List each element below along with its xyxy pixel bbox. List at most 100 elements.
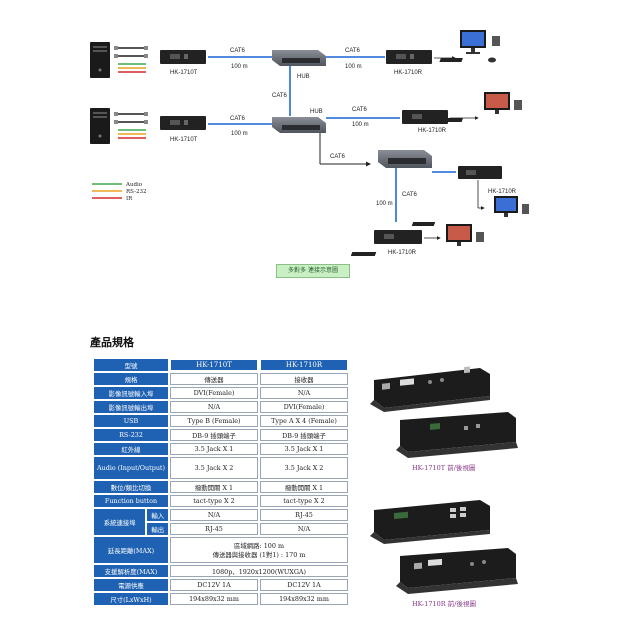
distance-label: 100 m	[352, 122, 369, 128]
resolution-key: 支援解析度(MAX)	[94, 565, 168, 577]
row-rx: DVI(Female)	[260, 401, 348, 413]
legend-rs232: RS-232	[126, 189, 146, 195]
row-tx: 撥動開關 X 1	[170, 481, 258, 493]
transmitter-box-2	[160, 116, 206, 130]
rx-front-image	[370, 500, 490, 544]
receiver-box-3	[458, 166, 502, 179]
hub-switch-2	[272, 117, 326, 133]
row-tx: N/A	[170, 401, 258, 413]
receiver-box-4	[374, 230, 422, 244]
hub-switch-1	[272, 50, 326, 66]
tx-label-1: HK-1710T	[170, 70, 198, 76]
diagram-caption: 多對多 連接示意圖	[276, 264, 350, 278]
table-row: RS-232 DB-9 插頭端子 DB-9 插頭端子	[94, 429, 348, 441]
table-header-row: 型號 HK-1710T HK-1710R	[94, 359, 348, 371]
row-key: Audio (Input/Output)	[94, 457, 168, 479]
power-tx: DC12V 1A	[170, 579, 258, 591]
network-in-label: 輸入	[147, 509, 168, 521]
connection-diagram: HK-1710T CAT6 100 m CAT6 100 m HK-1710R …	[90, 30, 529, 256]
network-key: 系統連接埠	[94, 509, 146, 535]
monitor-2	[439, 92, 522, 122]
distance-value: 區域網路: 100 m 傳送器與接收器 (1對1) : 170 m	[170, 537, 348, 563]
distance-label: 100 m	[345, 64, 362, 70]
table-row: USB Type B (Female) Type A X 4 (Female)	[94, 415, 348, 427]
table-row: 電源供應 DC12V 1A DC12V 1A	[94, 579, 348, 591]
network-in-tx: N/A	[170, 509, 258, 521]
hub-label: HUB	[297, 74, 310, 80]
row-tx: 3.5 Jack X 2	[170, 457, 258, 479]
distance-label: 100 m	[231, 64, 248, 70]
legend: Audio RS-232 IR	[92, 182, 146, 202]
row-tx: 3.5 Jack X 1	[170, 443, 258, 455]
table-row: 延長距離(MAX) 區域網路: 100 m 傳送器與接收器 (1對1) : 17…	[94, 537, 348, 563]
row-rx: tact-type X 2	[260, 495, 348, 507]
rx-label-3: HK-1710R	[488, 189, 517, 195]
cable-bundle-1	[114, 46, 148, 73]
tx-caption: HK-1710T 前/後視圖	[412, 463, 475, 472]
row-key: USB	[94, 415, 168, 427]
header-tx: HK-1710T	[170, 359, 258, 371]
row-key: 紅外線	[94, 443, 168, 455]
cable-label: CAT6	[352, 107, 368, 113]
table-row: 影像訊號輸出埠 N/A DVI(Female)	[94, 401, 348, 413]
table-row: 尺寸(LxWxH) 194x89x32 mm 194x89x32 mm	[94, 593, 348, 605]
row-key: 影像訊號輸出埠	[94, 401, 168, 413]
cable-label: CAT6	[330, 154, 346, 160]
size-rx: 194x89x32 mm	[260, 593, 348, 605]
receiver-box-2	[402, 110, 448, 124]
device-photos: HK-1710T 前/後視圖 HK-1710R 前/後視圖	[370, 366, 518, 608]
spec-table: 型號 HK-1710T HK-1710R 規格 傳送器 接收器 影像訊號輸入埠 …	[92, 357, 350, 607]
cable-bundle-2	[114, 112, 148, 139]
pc-tower-2	[90, 108, 110, 144]
row-key: RS-232	[94, 429, 168, 441]
cable-label: CAT6	[272, 93, 288, 99]
network-in-rx: RJ-45	[260, 509, 348, 521]
monitor-1	[439, 30, 500, 63]
distance-line-1: 區域網路: 100 m	[233, 542, 285, 550]
power-key: 電源供應	[94, 579, 168, 591]
distance-key: 延長距離(MAX)	[94, 537, 168, 563]
table-row: Function button tact-type X 2 tact-type …	[94, 495, 348, 507]
tx-back-image	[396, 412, 518, 458]
cable-label: CAT6	[230, 116, 246, 122]
row-rx: N/A	[260, 387, 348, 399]
row-rx: 撥動開關 X 1	[260, 481, 348, 493]
distance-line-2: 傳送器與接收器 (1對1) : 170 m	[212, 551, 306, 559]
size-tx: 194x89x32 mm	[170, 593, 258, 605]
row-tx: DB-9 插頭端子	[170, 429, 258, 441]
tx-label-2: HK-1710T	[170, 137, 198, 143]
network-out-label: 輸出	[147, 523, 168, 535]
rx-label-2: HK-1710R	[418, 128, 447, 134]
receiver-box-1	[386, 50, 432, 64]
pc-tower-1	[90, 42, 110, 78]
table-row: 紅外線 3.5 Jack X 1 3.5 Jack X 1	[94, 443, 348, 455]
table-row: 輸出 RJ-45 N/A	[94, 523, 348, 535]
cable-label: CAT6	[402, 192, 418, 198]
resolution-value: 1080p、1920x1200(WUXGA)	[170, 565, 348, 577]
size-key: 尺寸(LxWxH)	[94, 593, 168, 605]
monitor-4	[350, 224, 484, 256]
header-rx: HK-1710R	[260, 359, 348, 371]
row-key: 規格	[94, 373, 168, 385]
table-row: 影像訊號輸入埠 DVI(Female) N/A	[94, 387, 348, 399]
row-tx: Type B (Female)	[170, 415, 258, 427]
row-tx: tact-type X 2	[170, 495, 258, 507]
row-rx: DB-9 插頭端子	[260, 429, 348, 441]
rx-caption: HK-1710R 前/後視圖	[412, 599, 476, 608]
tx-front-image	[370, 366, 490, 412]
row-rx: 接收器	[260, 373, 348, 385]
distance-label: 100 m	[231, 131, 248, 137]
cable-label: CAT6	[345, 48, 361, 54]
rx-label-4: HK-1710R	[388, 250, 417, 256]
section-title: 產品規格	[90, 336, 134, 349]
row-tx: DVI(Female)	[170, 387, 258, 399]
network-out-rx: N/A	[260, 523, 348, 535]
distance-label: 100 m	[376, 201, 393, 207]
rx-label-1: HK-1710R	[394, 70, 423, 76]
transmitter-box-1	[160, 50, 206, 64]
power-rx: DC12V 1A	[260, 579, 348, 591]
row-key: 影像訊號輸入埠	[94, 387, 168, 399]
hub-switch-3	[378, 150, 432, 168]
row-key: Function button	[94, 495, 168, 507]
table-row: 支援解析度(MAX) 1080p、1920x1200(WUXGA)	[94, 565, 348, 577]
